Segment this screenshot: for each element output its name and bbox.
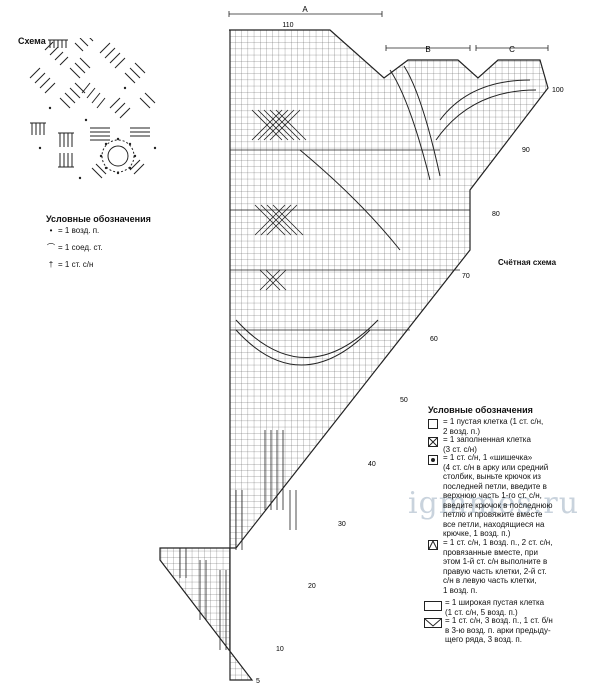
top-count-label: 110 [282,22,293,29]
row-number: 30 [338,521,346,528]
legend-large-title: Условные обозначения [428,405,533,415]
section-label: B [425,45,430,54]
section-label: A [302,5,308,14]
section-label: C [509,45,515,54]
legend-small-item: †= 1 ст. с/н [44,260,94,270]
legend-large-item: = 1 ст. с/н, 1 «шишечка» (4 ст. с/н в ар… [443,453,553,538]
bobble-cell-icon [428,455,438,465]
row-number: 70 [462,273,470,280]
empty-cell-icon [428,419,438,429]
chart-title: Счётная схема [498,258,557,267]
motif-scheme-diagram [29,38,157,180]
dot-icon: • [49,226,53,235]
cross-icon: † [48,260,54,269]
legend-small-item: •= 1 возд. п. [44,226,100,236]
scheme-title: Схема [18,36,46,46]
row-number: 5 [256,678,260,685]
row-number: 50 [400,397,408,404]
watermark: igmmes.ru [408,486,580,521]
legend-large-item: = 1 пустая клетка (1 ст. с/н, 2 возд. п.… [443,417,544,436]
legend-large-item: = 1 заполненная клетка (3 ст. с/н) [443,435,531,454]
legend-small-item: ⌒= 1 соед. ст. [44,243,103,253]
arch-cell-icon [424,618,442,628]
row-number: 80 [492,211,500,218]
row-number: 60 [430,336,438,343]
arc-icon: ⌒ [47,243,55,252]
filled-cell-icon [428,437,438,447]
chart-outline [159,29,549,681]
row-number: 40 [368,461,376,468]
row-number: 20 [308,583,316,590]
row-number: 10 [276,646,284,653]
wide-cell-icon [424,601,442,611]
legend-large-item: = 1 ст. с/н, 1 возд. п., 2 ст. с/н, пров… [443,538,553,595]
row-number: 100 [552,87,564,94]
legend-large-item: = 1 ст. с/н, 3 возд. п., 1 ст. б/н в 3-ю… [445,616,553,644]
legend-large-item: = 1 широкая пустая клетка (1 ст. с/н, 5 … [445,598,545,617]
row-number: 90 [522,147,530,154]
triangle-cell-icon [428,540,438,550]
legend-small-title: Условные обозначения [46,214,151,224]
